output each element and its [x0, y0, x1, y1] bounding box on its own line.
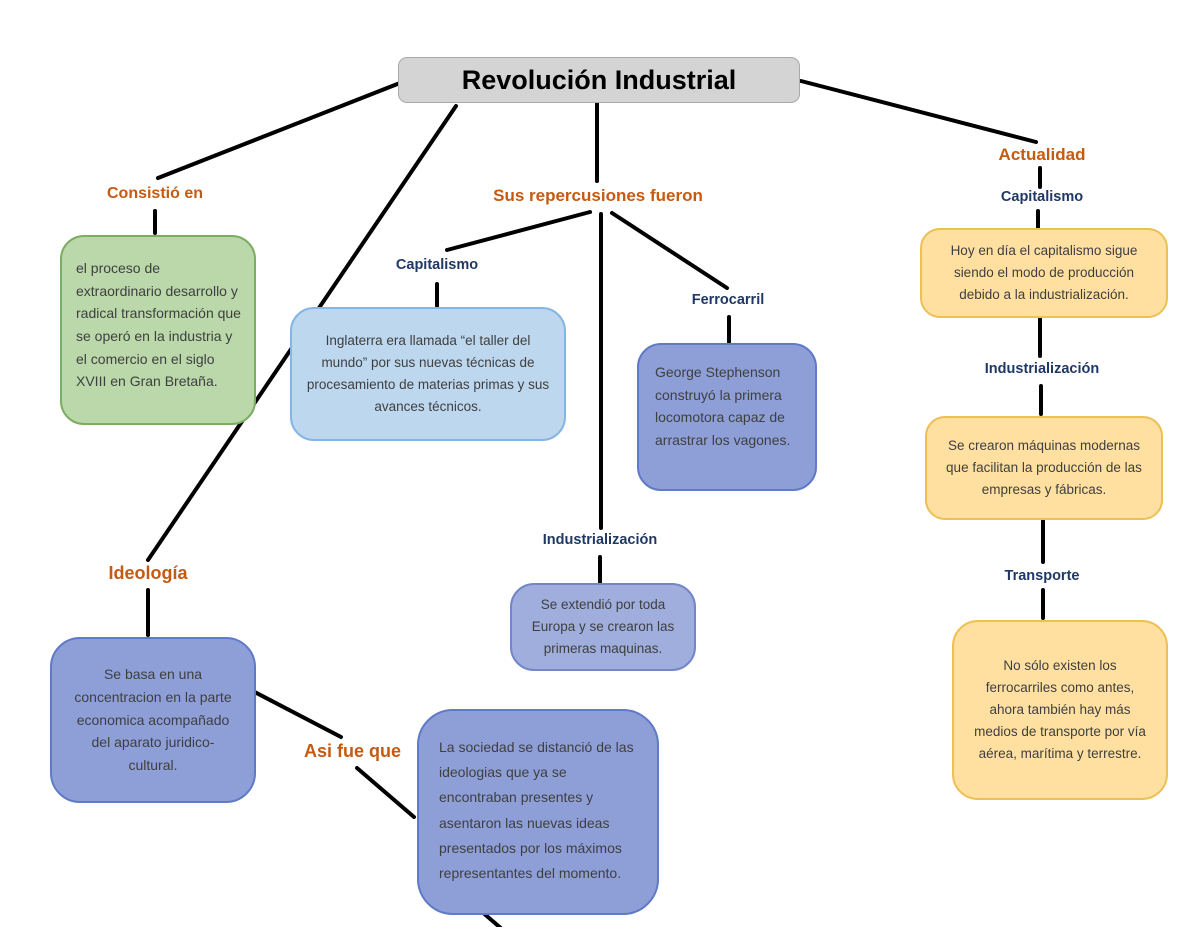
branch-label-transporte: Transporte: [1004, 568, 1080, 584]
node-maquinas-modernas: Se crearon máquinas modernas que facilit…: [925, 416, 1163, 520]
connector-repercusiones-capitalismo: [445, 210, 592, 252]
node-medios-de-transporte: No sólo existen los ferrocarriles como a…: [952, 620, 1168, 800]
node-george-stephenson: George Stephenson construyó la primera l…: [637, 343, 817, 491]
node-inglaterra-taller-del-mundo: Inglaterra era llamada “el taller del mu…: [290, 307, 566, 441]
root-node-title: Revolución Industrial: [398, 57, 800, 103]
node-proceso-transformacion: el proceso de extraordinario desarrollo …: [60, 235, 256, 425]
branch-label-actualidad: Actualidad: [998, 145, 1086, 164]
branch-label-capitalismo-centro: Capitalismo: [395, 257, 479, 273]
branch-label-ferrocarril: Ferrocarril: [691, 292, 765, 308]
node-capitalismo-hoy: Hoy en día el capitalismo sigue siendo e…: [920, 228, 1168, 318]
branch-label-capitalismo-actualidad: Capitalismo: [1000, 189, 1084, 205]
node-sociedad-distancio: La sociedad se distanció de las ideologi…: [417, 709, 659, 915]
branch-label-asi-fue-que: Asi fue que: [303, 741, 401, 761]
branch-label-consistio-en: Consistió en: [106, 185, 203, 202]
connector-title-actualidad: [799, 79, 1038, 144]
node-se-extendio-europa: Se extendió por toda Europa y se crearon…: [510, 583, 696, 671]
node-concentracion-economica: Se basa en una concentracion en la parte…: [50, 637, 256, 803]
branch-label-industrializacion-centro: Industrialización: [542, 532, 658, 548]
branch-label-industrializacion-actualidad: Industrialización: [984, 361, 1100, 377]
branch-label-ideologia: Ideología: [108, 563, 188, 583]
connector-ideologia-asifueque: [243, 685, 343, 739]
connector-title-consistio: [156, 81, 402, 180]
connector-repercusiones-ferrocarril: [610, 211, 729, 290]
branch-label-repercusiones: Sus repercusiones fueron: [493, 186, 703, 205]
connector-asifueque-sociedad: [355, 766, 416, 819]
